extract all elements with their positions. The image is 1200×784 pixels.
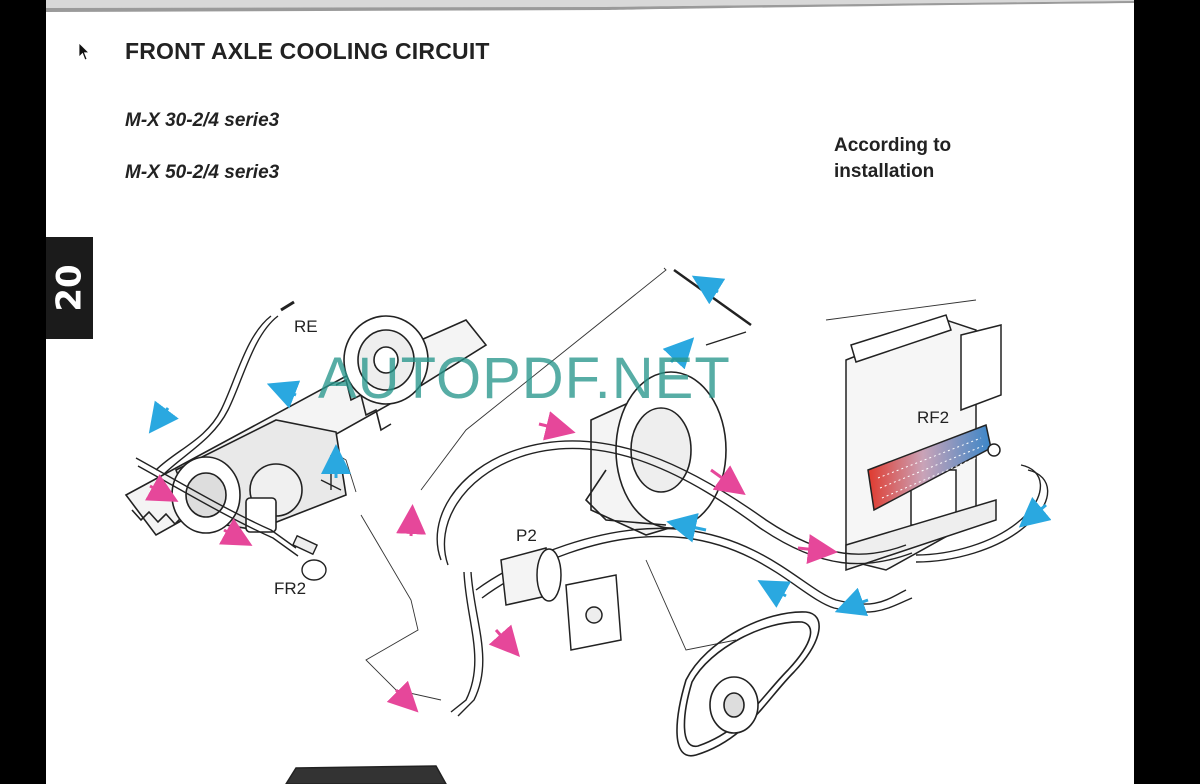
label-p2: P2 [516,526,537,545]
flow-arrows-hot [144,411,838,713]
model-label-1: M-X 30-2/4 serie3 [125,110,280,131]
installation-note-line-1: According to [834,135,952,156]
installation-note: According to installation [834,133,1054,185]
label-fr2: FR2 [274,579,306,598]
tyre-fragment [285,765,447,784]
pump-p2 [500,547,622,651]
engine-flywheel [584,371,727,536]
document-page: 20 FRONT AXLE COOLING CIRCUIT M-X 30-2/4… [46,0,1134,784]
chapter-tab: 20 [46,237,93,339]
viewer-side-margin [1134,0,1200,784]
label-re: RE [294,317,318,336]
mouse-pointer-icon [78,42,90,61]
header-swoosh [46,0,1134,12]
front-axle [124,315,488,537]
model-label-2: M-X 50-2/4 serie3 [125,162,280,183]
label-rf2: RF2 [917,408,949,427]
belt-pulley [676,611,820,757]
cooling-circuit-diagram: RE FR2 P2 RF2 [124,267,1052,784]
watermark: AUTOPDF.NET [318,346,731,411]
radiator-assembly [845,314,1002,572]
installation-note-line-2: installation [834,161,935,182]
flow-arrows-cold [148,275,1052,616]
page-title: FRONT AXLE COOLING CIRCUIT [125,38,490,64]
axle-hoses [135,300,342,581]
